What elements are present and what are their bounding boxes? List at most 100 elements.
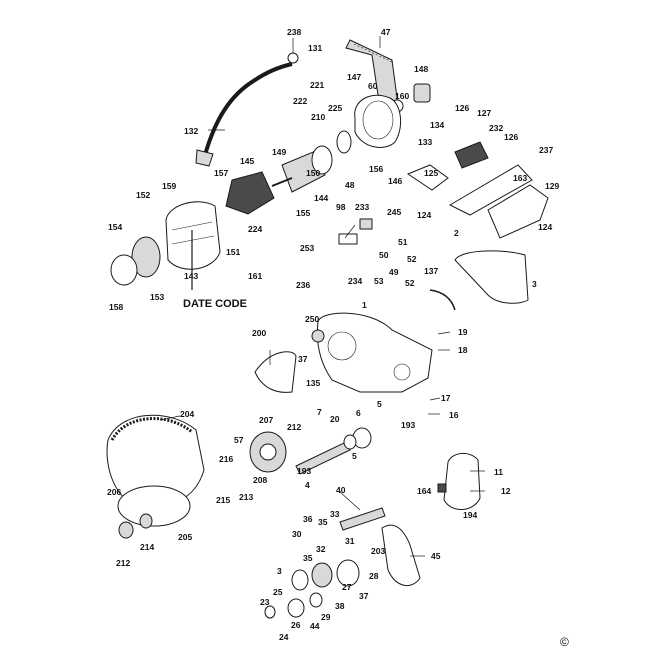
washer-212 (118, 521, 134, 539)
switch-127 (454, 141, 489, 169)
part-label: 19 (458, 327, 468, 337)
part-label: 48 (345, 180, 355, 190)
part-label: 47 (381, 27, 391, 37)
part-label: 60 (368, 81, 378, 91)
cord-cap (287, 52, 299, 64)
part-label: 50 (379, 250, 389, 260)
part-label: 207 (259, 415, 273, 425)
part-label: 3 (277, 566, 282, 576)
part-label: 152 (136, 190, 150, 200)
part-label: 193 (297, 466, 311, 476)
part-label: 16 (449, 410, 459, 420)
part-label: 18 (458, 345, 468, 355)
part-label: 49 (389, 267, 399, 277)
part-label: 98 (336, 202, 346, 212)
part-label: 31 (345, 536, 355, 546)
leader-lines (159, 36, 485, 557)
part-label: 205 (178, 532, 192, 542)
part-label: 126 (455, 103, 469, 113)
pulley (413, 83, 431, 103)
part-label: 4 (305, 480, 310, 490)
block-245 (359, 218, 373, 230)
part-label: 131 (308, 43, 322, 53)
part-label: 212 (287, 422, 301, 432)
copyright-symbol: © (560, 635, 569, 649)
hub-bore (259, 443, 277, 461)
part-label: 200 (252, 328, 266, 338)
part-label: 157 (214, 168, 228, 178)
part-label: 214 (140, 542, 154, 552)
part-label: 26 (291, 620, 301, 630)
part-label: 155 (296, 208, 310, 218)
part-label: 194 (463, 510, 477, 520)
part-label: 32 (316, 544, 326, 554)
part-label: 250 (305, 314, 319, 324)
part-label: 29 (321, 612, 331, 622)
part-label: 221 (310, 80, 324, 90)
part-label: 52 (405, 278, 415, 288)
part-label: 25 (273, 587, 283, 597)
part-label: 1 (362, 300, 367, 310)
part-label: 28 (369, 571, 379, 581)
part-label: 35 (303, 553, 313, 563)
part-label: 53 (374, 276, 384, 286)
part-label: 163 (513, 173, 527, 183)
part-label: 126 (504, 132, 518, 142)
part-label: 125 (424, 168, 438, 178)
motor-housing-156 (354, 94, 402, 148)
part-label: 35 (318, 517, 328, 527)
power-cord (203, 62, 293, 156)
part-label: 164 (417, 486, 431, 496)
part-label: 143 (184, 271, 198, 281)
part-label: 45 (431, 551, 441, 561)
part-label: 159 (162, 181, 176, 191)
handle-133 (406, 164, 449, 191)
part-label: 51 (398, 237, 408, 247)
lower-guard-205 (117, 485, 191, 527)
part-label: 222 (293, 96, 307, 106)
gear-26 (287, 598, 305, 618)
part-label: 37 (298, 354, 308, 364)
part-label: 7 (317, 407, 322, 417)
part-label: 233 (355, 202, 369, 212)
part-label: 204 (180, 409, 194, 419)
gear-38 (336, 559, 360, 587)
part-label: 232 (489, 123, 503, 133)
gear-44 (309, 592, 323, 608)
part-label: 160 (395, 91, 409, 101)
part-label: 132 (184, 126, 198, 136)
handle-124b (487, 184, 549, 239)
part-label: 27 (342, 582, 352, 592)
part-label: 44 (310, 621, 320, 631)
part-label: 11 (494, 467, 503, 477)
motor-shell-143 (165, 201, 221, 270)
part-label: 150 (306, 168, 320, 178)
part-label: 129 (545, 181, 559, 191)
part-label: 147 (347, 72, 361, 82)
part-label: 38 (335, 601, 345, 611)
knob-250 (311, 329, 325, 343)
part-label: 5 (352, 451, 357, 461)
washer-214 (139, 513, 153, 529)
cover-plate-45 (381, 524, 421, 586)
part-label: 145 (240, 156, 254, 166)
part-label: 213 (239, 492, 253, 502)
part-label: 237 (539, 145, 553, 155)
gear-3 (291, 569, 309, 591)
part-label: 127 (477, 108, 491, 118)
cover-158 (110, 254, 138, 286)
blade-guard-200 (254, 351, 297, 393)
part-label: 156 (369, 164, 383, 174)
part-label: 238 (287, 27, 301, 37)
part-label: 33 (330, 509, 340, 519)
part-label: 193 (401, 420, 415, 430)
part-label: 236 (296, 280, 310, 290)
seal-48 (336, 130, 352, 154)
part-label: 245 (387, 207, 401, 217)
part-label: 133 (418, 137, 432, 147)
part-label: 144 (314, 193, 328, 203)
part-label: 40 (336, 485, 346, 495)
washer-23 (264, 605, 276, 619)
date-code-caption: DATE CODE (183, 298, 247, 310)
